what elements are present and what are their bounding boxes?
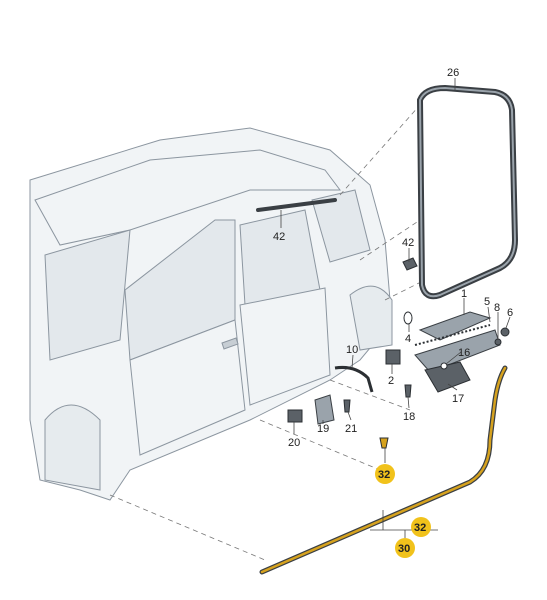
part-labels: 26 42 42 1 5 6 8 4 10 16 2 17 18 19 21 2… bbox=[273, 67, 513, 449]
front-door-window bbox=[124, 219, 236, 361]
front-wheel-arch bbox=[44, 404, 101, 491]
bracket-part-20 bbox=[287, 409, 303, 423]
roof-rail-part-26 bbox=[256, 198, 337, 212]
label-30: 30 bbox=[398, 543, 410, 555]
guide-rail-part-1 bbox=[418, 311, 492, 341]
small-parts bbox=[287, 257, 510, 449]
label-10: 10 bbox=[346, 344, 358, 356]
arm-part-10 bbox=[334, 366, 374, 393]
hinge-part-19 bbox=[314, 394, 335, 425]
label-18: 18 bbox=[403, 411, 415, 423]
label-16: 16 bbox=[458, 347, 470, 359]
clip-part-42 bbox=[402, 257, 418, 271]
highlight-30 bbox=[395, 538, 415, 558]
door-seal-part-25 bbox=[416, 84, 519, 300]
label-17: 17 bbox=[452, 393, 464, 405]
sliding-door-panel bbox=[239, 287, 331, 406]
clip-part-32 bbox=[379, 437, 389, 449]
label-6: 6 bbox=[507, 307, 513, 319]
label-8: 8 bbox=[494, 302, 500, 314]
label-21: 21 bbox=[345, 423, 357, 435]
label-32-a: 32 bbox=[378, 469, 390, 481]
label-4: 4 bbox=[405, 333, 411, 345]
highlight-32-b bbox=[411, 517, 431, 537]
rear-quarter-window bbox=[44, 229, 131, 361]
label-32-b: 32 bbox=[414, 522, 426, 534]
door-handle bbox=[221, 337, 239, 350]
roller-part-16 bbox=[440, 362, 448, 370]
highlight-32-a bbox=[375, 464, 395, 484]
cover-part-2 bbox=[385, 349, 401, 365]
label-1: 1 bbox=[461, 288, 467, 300]
label-5: 5 bbox=[484, 296, 490, 308]
label-20: 20 bbox=[288, 437, 300, 449]
label-26: 42 bbox=[273, 231, 285, 243]
label-2: 2 bbox=[388, 375, 394, 387]
front-door-panel bbox=[129, 319, 246, 456]
rear-side-window bbox=[311, 189, 371, 263]
roller-carriage-part-17 bbox=[424, 361, 471, 393]
bolt-part-6 bbox=[500, 327, 510, 337]
projection-lines bbox=[109, 104, 426, 561]
highlighted-labels: 32 32 30 bbox=[375, 464, 431, 558]
screw-part-18 bbox=[404, 384, 412, 398]
guide-rail-teeth bbox=[414, 324, 491, 346]
vehicle-body bbox=[29, 127, 393, 501]
sliding-door-window bbox=[239, 209, 321, 306]
bolt-part-21 bbox=[343, 399, 351, 413]
label-42: 42 bbox=[402, 237, 414, 249]
cover-strip-part-5 bbox=[414, 329, 501, 373]
label-19: 19 bbox=[317, 423, 329, 435]
leader-lines bbox=[280, 78, 511, 538]
rear-wheel-arch bbox=[349, 285, 393, 351]
label-25: 26 bbox=[447, 67, 459, 79]
grommet-part-4 bbox=[403, 311, 413, 325]
